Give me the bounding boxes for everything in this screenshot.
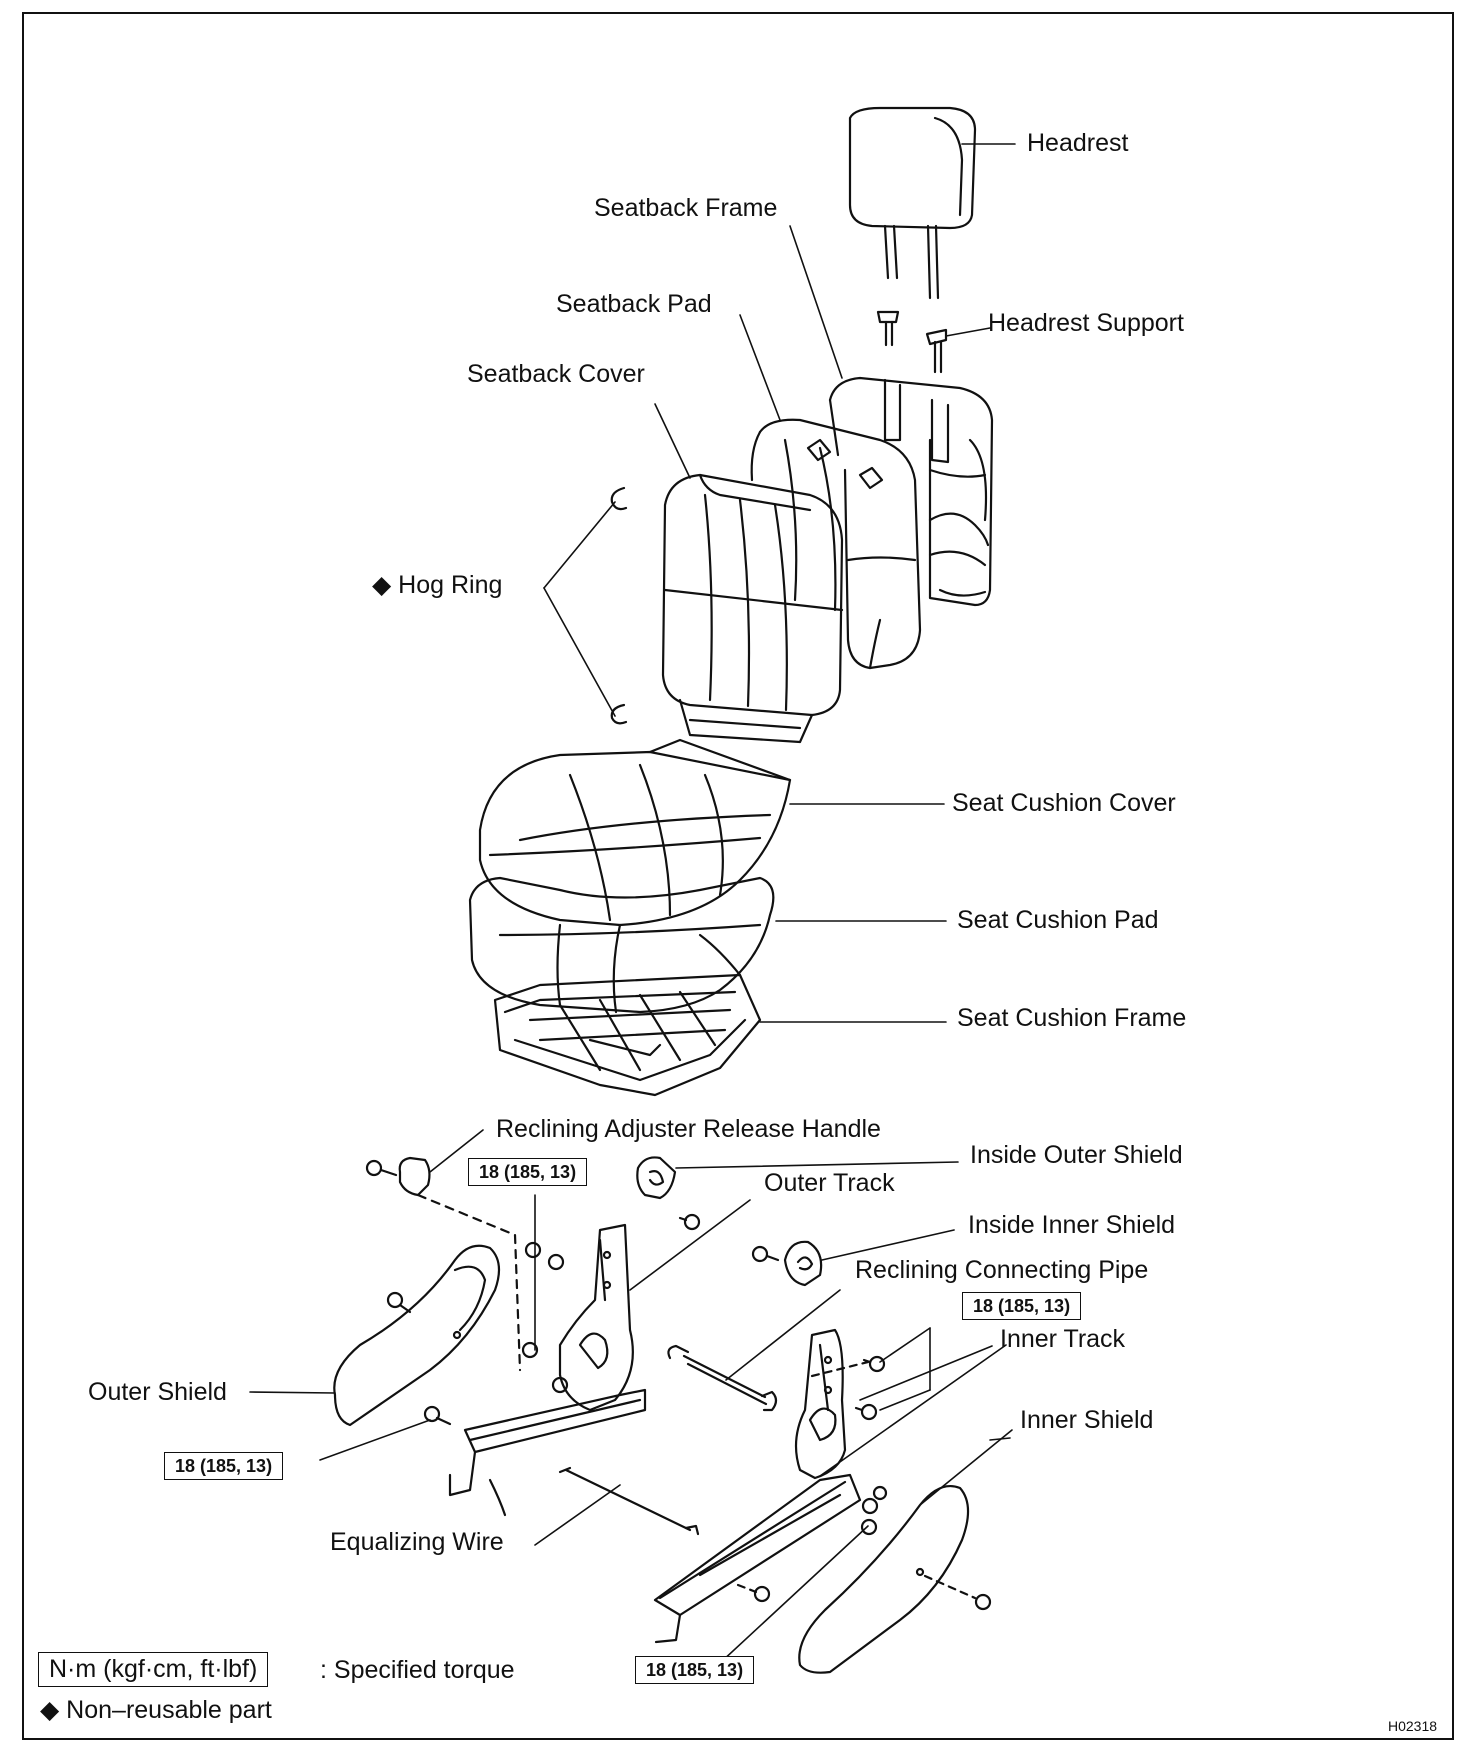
seatback-frame-part bbox=[828, 376, 994, 607]
label-seat-cushion-cover: Seat Cushion Cover bbox=[952, 789, 1176, 817]
seatback-cover-part bbox=[661, 473, 844, 744]
legend-nonreusable: ◆ Non–reusable part bbox=[40, 1696, 272, 1724]
label-reclining-connecting-pipe: Reclining Connecting Pipe bbox=[855, 1256, 1149, 1284]
label-hog-ring: ◆ Hog Ring bbox=[372, 571, 503, 599]
headrest-support-part bbox=[876, 310, 948, 374]
label-seatback-cover: Seatback Cover bbox=[467, 360, 645, 388]
figure-code: H02318 bbox=[1388, 1718, 1438, 1734]
seat-cushion-pad-part bbox=[468, 876, 775, 1014]
label-inside-inner-shield: Inside Inner Shield bbox=[968, 1211, 1176, 1239]
seatback-pad-part bbox=[750, 418, 922, 670]
inside-inner-shield-part bbox=[751, 1240, 823, 1287]
torque-box-inner-shield: 18 (185, 13) bbox=[635, 1656, 755, 1684]
seat-cushion-cover-part bbox=[478, 738, 792, 927]
label-headrest: Headrest bbox=[1027, 129, 1129, 157]
inner-track-part bbox=[653, 1328, 888, 1644]
outer-shield-part bbox=[333, 1244, 501, 1427]
label-seatback-pad: Seatback Pad bbox=[556, 290, 712, 318]
torque-box-outer-shield: 18 (185, 13) bbox=[164, 1452, 284, 1480]
label-seat-cushion-frame: Seat Cushion Frame bbox=[957, 1004, 1187, 1032]
legend-unit-description: : Specified torque bbox=[320, 1656, 515, 1684]
torque-box-outer-track: 18 (185, 13) bbox=[468, 1158, 588, 1186]
label-outer-track: Outer Track bbox=[764, 1169, 895, 1197]
diagram-frame bbox=[22, 12, 1454, 1740]
label-seatback-frame: Seatback Frame bbox=[594, 194, 778, 222]
label-inner-track: Inner Track bbox=[1000, 1325, 1126, 1353]
label-seat-cushion-pad: Seat Cushion Pad bbox=[957, 906, 1159, 934]
inner-shield-part bbox=[798, 1484, 992, 1674]
outer-track-part bbox=[448, 1223, 647, 1517]
hog-ring-part bbox=[610, 486, 628, 725]
label-headrest-support: Headrest Support bbox=[988, 309, 1184, 337]
legend-unit-box: N·m (kgf·cm, ft·lbf) bbox=[38, 1652, 269, 1687]
release-handle-part bbox=[365, 1156, 522, 1372]
torque-box-inner-track: 18 (185, 13) bbox=[962, 1292, 1082, 1320]
equalizing-wire-part bbox=[558, 1466, 700, 1536]
inside-outer-shield-part bbox=[636, 1156, 701, 1231]
leader-lines bbox=[249, 143, 1016, 1664]
label-equalizing-wire: Equalizing Wire bbox=[330, 1528, 504, 1556]
seat-cushion-frame-part bbox=[493, 973, 762, 1097]
label-inside-outer-shield: Inside Outer Shield bbox=[970, 1141, 1183, 1169]
headrest-part bbox=[848, 106, 977, 300]
label-inner-shield: Inner Shield bbox=[1020, 1406, 1154, 1434]
reclining-connecting-pipe-part bbox=[667, 1344, 778, 1412]
label-outer-shield: Outer Shield bbox=[88, 1378, 227, 1406]
label-reclining-release-handle: Reclining Adjuster Release Handle bbox=[496, 1115, 881, 1143]
